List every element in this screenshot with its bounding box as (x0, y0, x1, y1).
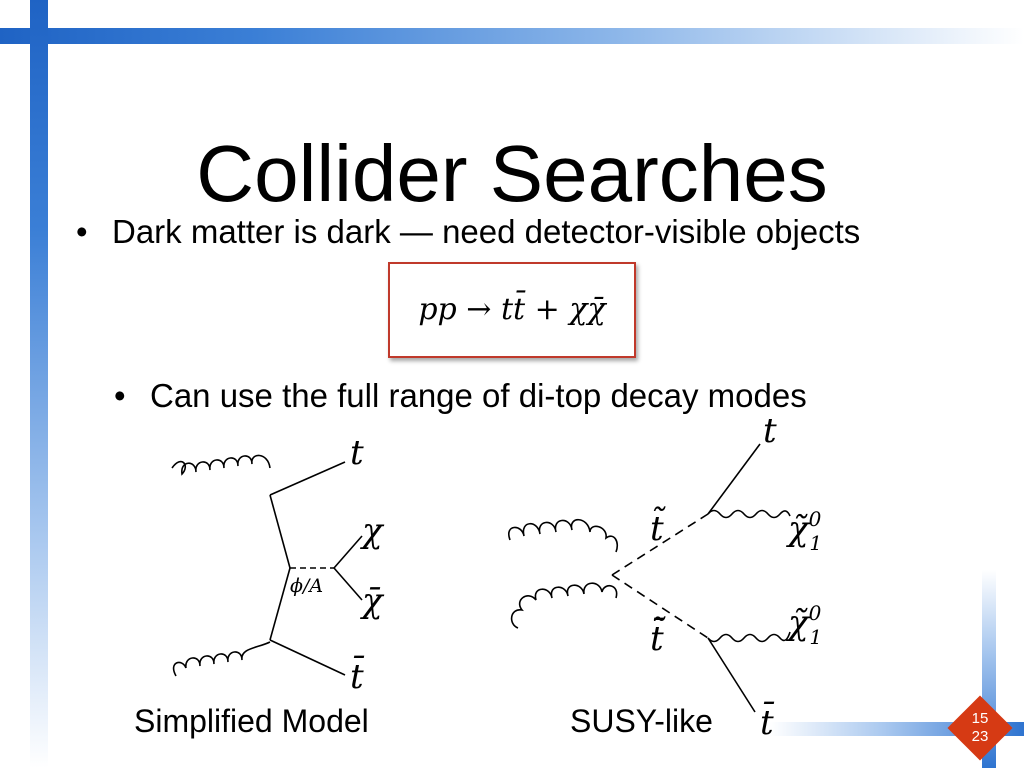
gluon-line (171, 454, 271, 476)
left-accent-bar (30, 0, 48, 768)
gluon-line (508, 518, 619, 553)
antitop-quark-line (707, 637, 756, 713)
antistop-line (611, 574, 709, 639)
neutralino-line (707, 631, 791, 643)
bullet-dot-icon: • (114, 377, 126, 414)
label-mediator: ϕ/A (290, 575, 323, 597)
dark-matter-line (333, 567, 363, 601)
label-t: t (350, 433, 364, 473)
antitop-quark-line (269, 639, 346, 676)
gluon-line (510, 582, 618, 629)
bullet-item: • Dark matter is dark — need detector-vis… (76, 212, 860, 252)
sub-bullet-item: • Can use the full range of di-top decay … (114, 376, 807, 416)
slide-number-badge: 15 23 (947, 695, 1013, 761)
label-tbar: t̄ (760, 701, 775, 743)
simplified-model-caption: Simplified Model (134, 703, 369, 739)
slide-title: Collider Searches (196, 128, 828, 218)
neutralino-subscript: 1 (809, 531, 822, 555)
page-number: 15 (971, 710, 989, 727)
bullet-text: Can use the full range of di-top decay m… (150, 377, 807, 414)
label-antistop: t̃̄ (650, 616, 667, 659)
equation-text: pp → tt̄ + χχ̄ (418, 292, 606, 327)
neutralino-symbol: χ̃ (786, 603, 811, 643)
bullet-dot-icon: • (76, 213, 88, 250)
susy-like-diagram (508, 443, 791, 713)
page-total: 23 (971, 728, 989, 745)
neutralino-line (707, 509, 791, 519)
top-quark-line (707, 443, 761, 515)
stop-line (611, 513, 709, 576)
susy-like-caption: SUSY-like (570, 703, 713, 739)
dark-matter-line (333, 535, 363, 569)
label-stop: t̃ (650, 506, 667, 549)
label-chi: χ (360, 511, 385, 551)
neutralino-superscript: 0 (809, 601, 822, 625)
simplified-model-diagram (171, 454, 363, 677)
top-propagator-line (269, 494, 291, 569)
header-accent-bar (0, 28, 1024, 44)
bullet-text: Dark matter is dark — need detector-visi… (112, 213, 861, 250)
gluon-line (172, 641, 271, 677)
equation-box: pp → tt̄ + χχ̄ (388, 262, 636, 358)
neutralino-superscript: 0 (809, 507, 822, 531)
top-propagator-line (269, 567, 291, 641)
label-t: t (763, 411, 777, 451)
neutralino-symbol: χ̃ (786, 509, 811, 549)
top-quark-line (269, 461, 346, 496)
label-tbar: t̄ (350, 655, 365, 697)
label-chibar: χ̄ (360, 581, 385, 621)
neutralino-subscript: 1 (809, 625, 822, 649)
